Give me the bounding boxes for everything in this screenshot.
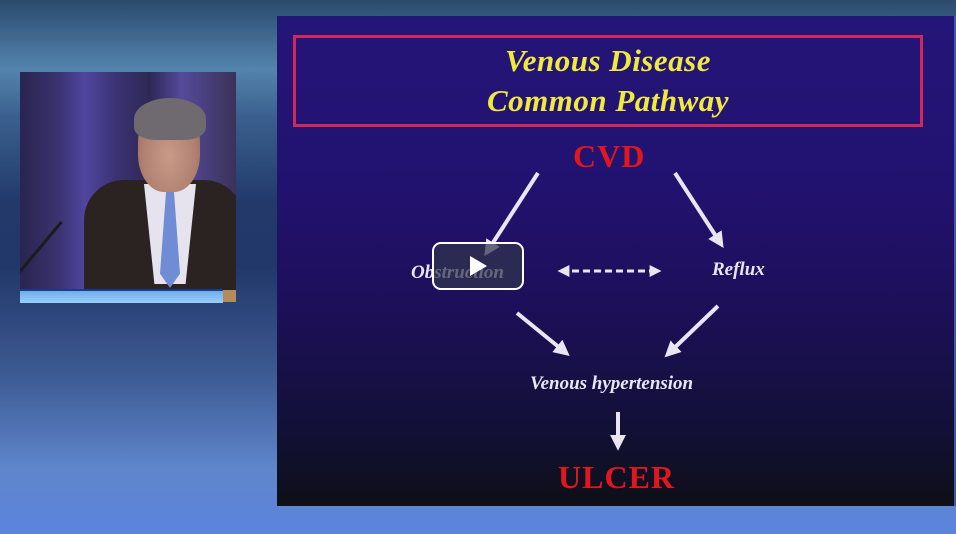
speaker-video-inset	[20, 72, 236, 302]
arrow-cvd-to-obstruction	[484, 171, 540, 257]
node-venous-hypertension: Venous hypertension	[530, 373, 694, 394]
play-icon	[470, 256, 487, 276]
slide-title-box: Venous Disease Common Pathway	[293, 35, 923, 127]
node-reflux: Reflux	[712, 259, 765, 280]
pathway-arrows	[484, 171, 724, 451]
arrow-reflux-to-hypertension	[664, 304, 720, 358]
node-cvd: CVD	[573, 138, 646, 174]
play-button[interactable]	[432, 242, 524, 290]
microphone	[20, 221, 63, 277]
slide-title-line-2: Common Pathway	[486, 83, 730, 118]
arrow-obstruction-to-hypertension	[515, 311, 570, 357]
slide-title-line-1: Venous Disease	[505, 43, 711, 78]
presentation-slide: Venous Disease Common Pathway	[277, 16, 956, 506]
node-ulcer: ULCER	[558, 459, 676, 495]
podium-bar	[20, 289, 223, 303]
speaker-tie	[160, 192, 180, 288]
podium-corner	[223, 290, 236, 302]
speaker-hair	[134, 98, 206, 140]
arrow-cvd-to-reflux	[673, 171, 724, 249]
